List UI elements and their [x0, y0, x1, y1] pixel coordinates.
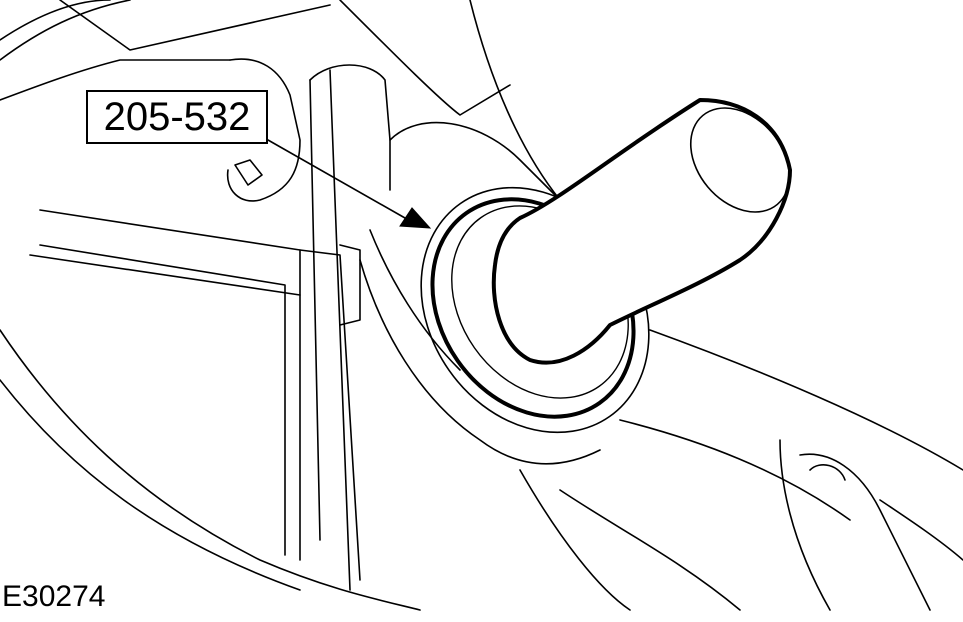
tool-callout-label: 205-532 [86, 90, 268, 144]
callout-leader-arrow [267, 139, 432, 229]
special-tool-205-532 [491, 98, 792, 365]
figure-id-label: E30274 [2, 580, 106, 613]
panel-frame [29, 69, 361, 591]
bracket-assembly [226, 58, 601, 465]
